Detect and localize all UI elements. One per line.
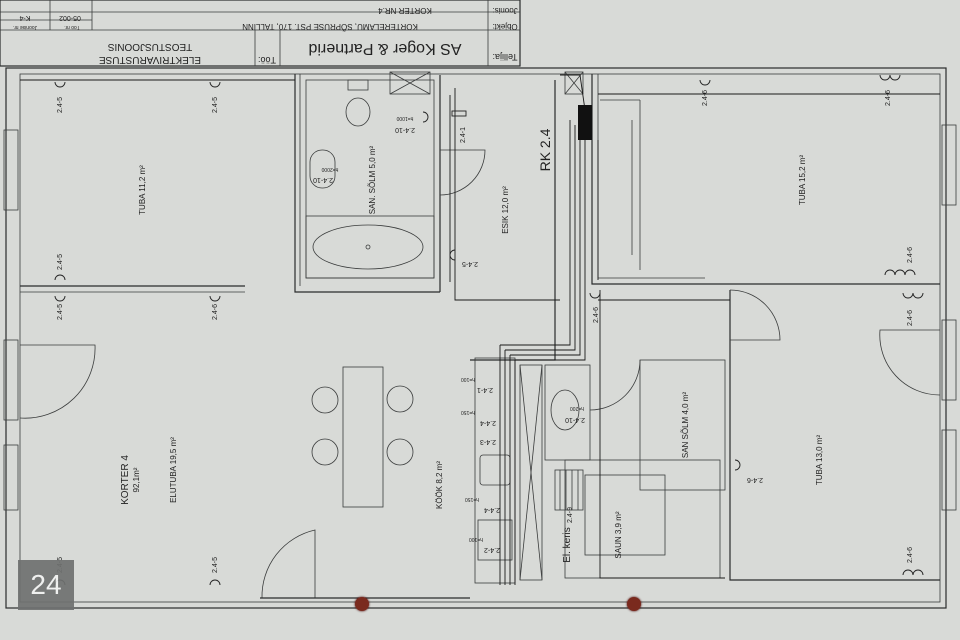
svg-text:2.4-6: 2.4-6: [907, 547, 914, 563]
svg-text:h=1000: h=1000: [396, 115, 413, 121]
svg-text:2.4-5: 2.4-5: [57, 254, 64, 270]
drawing-value: KORTER NR.4: [378, 6, 432, 15]
work-line2: TEOSTUSJOONIS: [107, 41, 192, 52]
svg-text:2.4-5: 2.4-5: [212, 97, 219, 113]
heater-connection: 2.4-9: [567, 507, 574, 523]
kitchen-socket: 2.4-2h=100: [469, 536, 500, 553]
room-label-kitchen: KÖÖK 8,2 m²: [435, 461, 444, 509]
socket-symbol: 2.4-6: [589, 292, 601, 323]
svg-text:2.4-5: 2.4-5: [57, 304, 64, 320]
svg-text:2.4-5: 2.4-5: [462, 260, 478, 267]
room-label-sauna: SAUN 3,9 m²: [614, 511, 623, 558]
switch-symbol: 2.4-1: [451, 110, 467, 143]
socket-symbol: 2.4-5: [209, 557, 221, 586]
svg-text:2.4-10: 2.4-10: [313, 176, 333, 183]
drawing-no-label: Joonise nr.: [13, 24, 37, 30]
svg-text:h=150: h=150: [461, 409, 475, 415]
svg-text:2.4-5: 2.4-5: [212, 557, 219, 573]
svg-text:2.4-6: 2.4-6: [593, 307, 600, 323]
job-no: 05-002: [59, 14, 81, 21]
svg-text:2.4-6: 2.4-6: [702, 90, 709, 106]
object-value: KORTERELAMU, SÕPRUSE PST. 170, TALLINN: [242, 22, 418, 31]
socket-symbol: 2.4-5: [449, 249, 478, 267]
cable-routes: [20, 74, 940, 585]
svg-text:h=2000: h=2000: [321, 166, 338, 172]
room-label-bedroom1: TUBA 11,2 m²: [138, 165, 147, 215]
socket-symbol: 2.4-5: [54, 254, 66, 281]
svg-text:2.4-1: 2.4-1: [477, 386, 493, 393]
drawing-no: K-4: [19, 14, 30, 21]
socket-symbol: 2.4-5: [209, 81, 221, 113]
drawing-label: Joonis:: [492, 6, 517, 15]
socket-symbol: 2.4-6: [699, 79, 711, 106]
heater-label: El. keris: [562, 527, 573, 563]
object-label: Objekt:: [492, 22, 517, 31]
apartment-label: KORTER 4: [120, 455, 131, 505]
room-label-bath: SAN. SÕLM 5,0 m²: [368, 145, 377, 214]
kitchen-socket: 2.4-3: [480, 438, 496, 445]
circuit-symbols: 2.4-5 2.4-5 2.4-5 2.4-5 2.4-6 2.4-5 2.4-…: [54, 74, 924, 586]
room-label-bedroom2: TUBA 15,2 m²: [798, 155, 807, 206]
socket-symbol: 2.4-10 h=2000: [313, 166, 338, 183]
client-label: Tellija:: [492, 52, 517, 62]
client-name: AS Koger & Partnerid: [309, 40, 462, 57]
socket-symbol: 2.4-6: [734, 459, 763, 483]
svg-text:2.4-6: 2.4-6: [212, 304, 219, 320]
gallery-index-badge: 24: [18, 560, 74, 610]
svg-text:2.4-4: 2.4-4: [480, 419, 496, 426]
svg-text:h=100: h=100: [461, 376, 475, 382]
socket-symbol: 2.4-5: [54, 81, 66, 113]
socket-symbol: 2.4-6: [902, 547, 924, 576]
svg-text:h=100: h=100: [469, 536, 483, 542]
svg-text:2.4-10: 2.4-10: [565, 416, 585, 423]
socket-symbol: 2.4-6: [209, 295, 221, 320]
apartment-area: 92,1m²: [132, 467, 141, 492]
kitchen-socket: 2.4-1h=100: [461, 376, 493, 393]
svg-text:h=150: h=150: [465, 496, 479, 502]
room-label-hall: ESIK 12,0 m²: [501, 186, 510, 234]
room-label-living: ELUTUBA 19,5 m²: [169, 437, 178, 503]
svg-text:2.4-3: 2.4-3: [480, 438, 496, 445]
panel-label: RK 2.4: [537, 128, 553, 171]
socket-symbol: 2.4-10 h=1000: [395, 111, 429, 133]
socket-symbol: 2.4-6: [884, 247, 916, 276]
title-block: Tellija: AS Koger & Partnerid Töö: ELEKT…: [0, 0, 521, 67]
svg-text:2.4-9: 2.4-9: [567, 507, 574, 523]
room-label-wc: SAN SÕLM 4,0 m²: [681, 392, 690, 459]
svg-text:2.4-6: 2.4-6: [907, 310, 914, 326]
svg-text:h=200: h=200: [570, 405, 584, 411]
socket-symbol: 2.4-5: [54, 295, 66, 320]
svg-text:2.4-1: 2.4-1: [460, 127, 467, 143]
kitchen-socket: 2.4-4 h=150: [461, 409, 496, 426]
svg-text:2.4-10: 2.4-10: [395, 126, 415, 133]
work-label: Töö:: [258, 55, 276, 65]
pushpin: [627, 597, 641, 611]
pushpin: [355, 597, 369, 611]
dining-table: [311, 366, 414, 508]
room-label-bedroom3: TUBA 13,0 m²: [815, 435, 824, 486]
svg-text:2.4-6: 2.4-6: [885, 90, 892, 106]
walls: [3, 67, 957, 609]
work-line1: ELEKTRIVARUSTUSE: [99, 54, 201, 65]
svg-text:2.4-4: 2.4-4: [484, 506, 500, 513]
socket-symbol: 2.4-6: [902, 292, 924, 326]
svg-text:2.4-5: 2.4-5: [57, 97, 64, 113]
svg-text:2.4-2: 2.4-2: [484, 546, 500, 553]
kitchen-socket: 2.4-4 h=150: [465, 496, 500, 513]
socket-symbol: 2.4-10 h=200: [565, 405, 585, 423]
svg-text:2.4-6: 2.4-6: [747, 476, 763, 483]
job-no-label: Töö nr.: [64, 24, 80, 30]
socket-symbol: 2.4-6: [879, 74, 901, 106]
svg-text:2.4-6: 2.4-6: [907, 247, 914, 263]
room-labels: TUBA 11,2 m² SAN. SÕLM 5,0 m² ESIK 12,0 …: [120, 128, 824, 562]
